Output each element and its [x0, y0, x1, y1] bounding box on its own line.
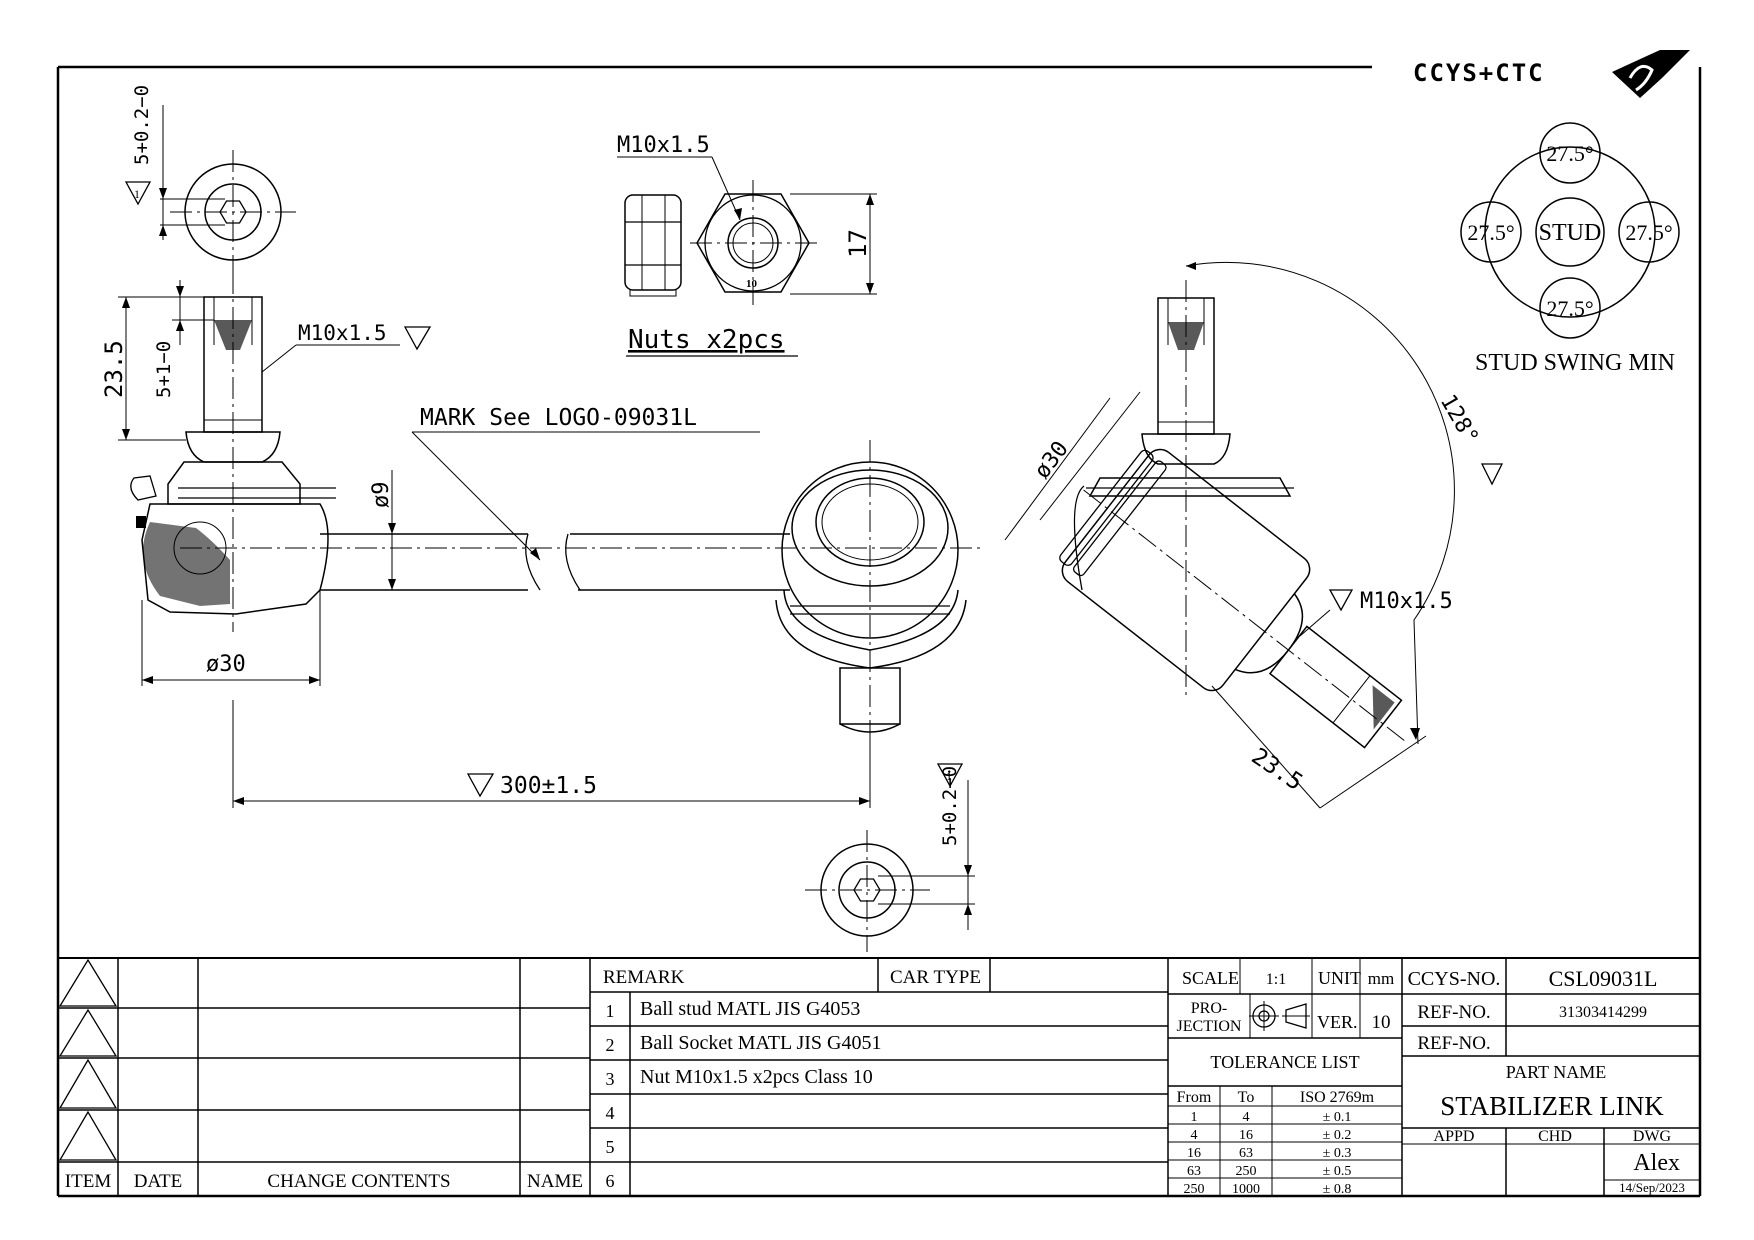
side-view-dimensions: 23.5 5+1−0 M10x1.5 MARK See LOGO-09031L … [100, 280, 871, 808]
tol-2-to: 16 [1239, 1128, 1253, 1143]
part-name-label: PART NAME [1506, 1062, 1606, 1082]
svg-text:1: 1 [946, 769, 952, 783]
swing-view [1059, 280, 1407, 749]
ref-no2-label: REF-NO. [1417, 1033, 1490, 1054]
tol-4-to: 250 [1236, 1164, 1257, 1179]
unit-value: mm [1368, 969, 1394, 988]
dim-iso-thread: M10x1.5 [1360, 589, 1453, 614]
tol-header-to: To [1238, 1089, 1255, 1106]
dim-bottom-end-tolerance: 5+0.2−0 [939, 766, 961, 846]
ref-no-label: REF-NO. [1417, 1002, 1490, 1023]
remark-1-text: Ball stud MATL JIS G4053 [640, 998, 860, 1020]
dim-stud-length: 23.5 [100, 340, 128, 398]
company-logo: CCYS+CTC [1413, 50, 1690, 98]
dim-bar-diameter: ø9 [369, 482, 394, 509]
tol-1-from: 1 [1191, 1110, 1198, 1125]
dim-top-end-tolerance: 5+0.2−0 [131, 85, 153, 165]
remark-5-no: 5 [606, 1137, 615, 1157]
rev-header-date: DATE [134, 1171, 183, 1192]
swing-caption: STUD SWING MIN [1475, 350, 1675, 376]
tol-3-from: 16 [1187, 1146, 1201, 1161]
dim-iso-angle: 128° [1435, 391, 1483, 449]
tol-5-from: 250 [1184, 1182, 1205, 1197]
chd-label: CHD [1538, 1128, 1572, 1145]
swing-right: 27.5° [1625, 220, 1672, 245]
rev-header-item: ITEM [65, 1171, 112, 1192]
remarks-table: REMARK CAR TYPE 1 Ball stud MATL JIS G40… [590, 958, 1169, 1196]
tol-2-from: 4 [1191, 1128, 1198, 1143]
remark-4-no: 4 [606, 1103, 615, 1123]
remark-3-text: Nut M10x1.5 x2pcs Class 10 [640, 1066, 873, 1088]
swing-center: STUD [1539, 220, 1602, 246]
dim-stud-thread: M10x1.5 [298, 321, 387, 345]
tol-4-from: 63 [1187, 1164, 1201, 1179]
rev-header-contents: CHANGE CONTENTS [267, 1171, 450, 1192]
unit-label: UNIT [1318, 968, 1361, 988]
dim-nut-size: 17 [844, 229, 872, 258]
projection-label-2: JECTION [1177, 1018, 1242, 1035]
swing-view-dimensions: ø30 128° M10x1.5 23.5 [1004, 261, 1504, 809]
part-info-table: CCYS-NO. CSL09031L REF-NO. 31303414299 R… [1402, 958, 1700, 1196]
ref-no-value: 31303414299 [1559, 1004, 1647, 1021]
remark-header: REMARK [603, 967, 685, 988]
tol-5-to: 1000 [1232, 1182, 1260, 1197]
ver-label: VER. [1317, 1012, 1358, 1032]
nuts-label: Nuts x2pcs [628, 325, 785, 355]
appd-label: APPD [1434, 1128, 1475, 1145]
tol-3-val: ± 0.3 [1323, 1146, 1352, 1161]
stud-swing-diagram: 27.5° 27.5° STUD 27.5° 27.5° STUD SWING … [1460, 122, 1680, 376]
dim-center-length: 300±1.5 [500, 773, 597, 799]
tol-header-from: From [1177, 1089, 1212, 1106]
scale-value: 1:1 [1266, 971, 1286, 988]
swing-top: 27.5° [1546, 141, 1593, 166]
tol-header-iso: ISO 2769m [1300, 1089, 1375, 1106]
remark-2-text: Ball Socket MATL JIS G4051 [640, 1032, 881, 1054]
svg-text:1: 1 [134, 187, 140, 201]
nut-class-mark: 10 [746, 278, 758, 290]
scale-label: SCALE [1182, 968, 1239, 988]
nuts-view: 10 17 M10x1.5 Nuts x2pcs [617, 133, 877, 357]
tol-5-val: ± 0.8 [1323, 1182, 1352, 1197]
tol-3-to: 63 [1239, 1146, 1253, 1161]
side-view [130, 272, 980, 740]
top-end-view: 5+0.2−0 1 [124, 85, 296, 274]
dim-stud-tolerance: 5+1−0 [153, 341, 175, 398]
tolerance-title: TOLERANCE LIST [1210, 1052, 1359, 1072]
spec-table: SCALE 1:1 UNIT mm PRO- JECTION VER. 10 T… [1168, 958, 1403, 1197]
dim-socket-diameter: ø30 [206, 652, 246, 677]
remark-6-no: 6 [606, 1171, 615, 1191]
swing-bottom: 27.5° [1546, 296, 1593, 321]
title-block: ITEM DATE CHANGE CONTENTS NAME REMARK CA… [58, 957, 1700, 1197]
revision-table: ITEM DATE CHANGE CONTENTS NAME [58, 958, 591, 1196]
projection-symbol-icon [1249, 1001, 1310, 1031]
tol-2-val: ± 0.2 [1323, 1128, 1352, 1143]
part-name: STABILIZER LINK [1440, 1091, 1664, 1121]
rev-header-name: NAME [527, 1171, 583, 1192]
ccys-no-value: CSL09031L [1549, 966, 1658, 991]
dim-iso-length: 23.5 [1247, 743, 1307, 796]
bottom-end-view: 5+0.2−0 1 [805, 763, 975, 952]
car-type-label: CAR TYPE [890, 967, 981, 988]
dim-nut-thread: M10x1.5 [617, 133, 710, 158]
tol-4-val: ± 0.5 [1323, 1164, 1352, 1179]
swing-left: 27.5° [1467, 220, 1514, 245]
ccys-no-label: CCYS-NO. [1408, 968, 1501, 990]
dwg-date: 14/Sep/2023 [1619, 1180, 1685, 1195]
dim-iso-diameter: ø30 [1030, 437, 1074, 484]
remark-1-no: 1 [606, 1001, 615, 1021]
dwg-label: DWG [1633, 1128, 1672, 1145]
remark-3-no: 3 [606, 1069, 615, 1089]
logo-text: CCYS+CTC [1413, 59, 1545, 87]
tol-1-val: ± 0.1 [1323, 1110, 1352, 1125]
tol-1-to: 4 [1243, 1110, 1250, 1125]
dwg-name: Alex [1633, 1150, 1680, 1176]
remark-2-no: 2 [606, 1035, 615, 1055]
projection-label-1: PRO- [1191, 1000, 1227, 1017]
ver-value: 10 [1372, 1012, 1391, 1033]
mark-note: MARK See LOGO-09031L [420, 405, 697, 431]
